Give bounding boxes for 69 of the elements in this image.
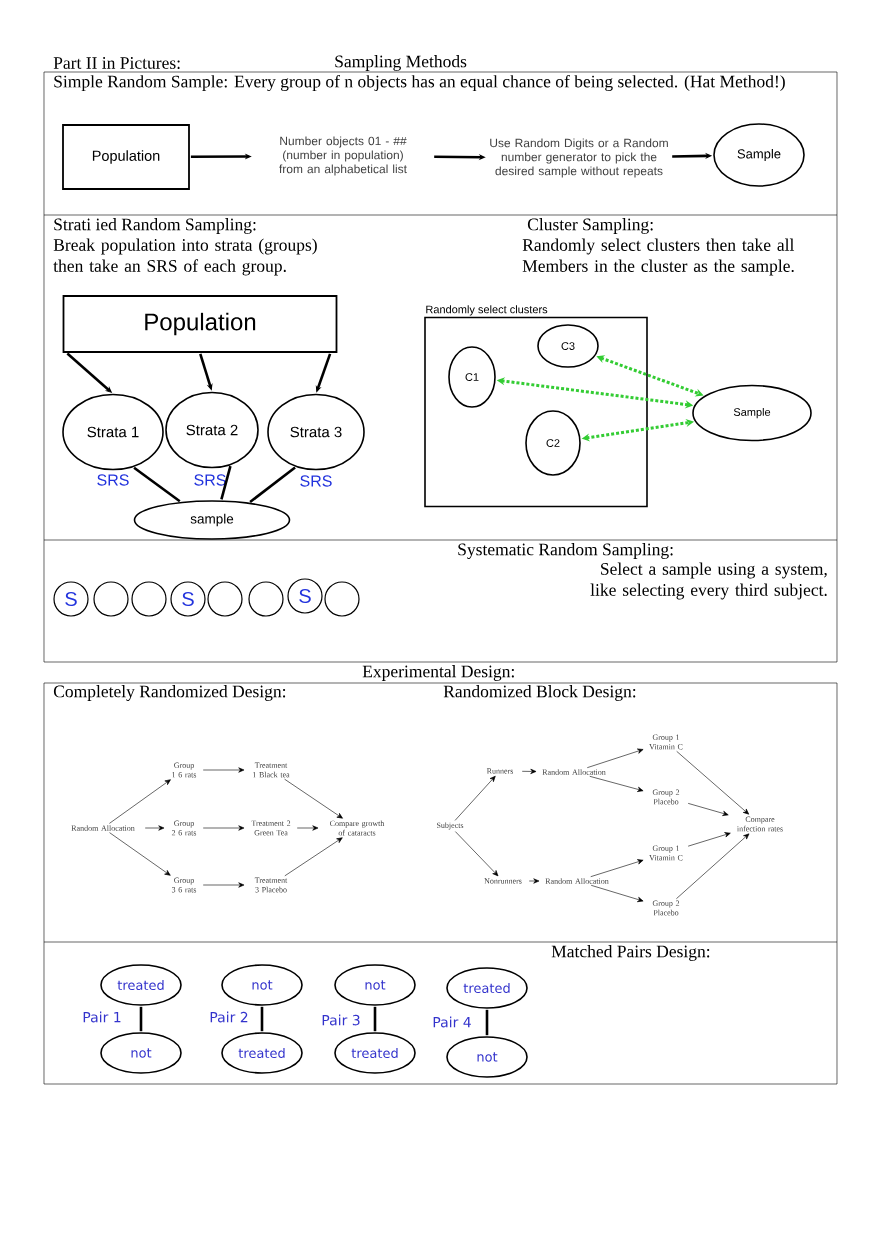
arrow [455, 831, 499, 877]
heading: Completely Randomized Design: [53, 685, 286, 701]
flow-text: Group 1 Vitamin C [649, 845, 683, 861]
pair-label: Pair 2 [210, 1011, 248, 1023]
flow-text: Group 2 Placebo [652, 789, 680, 805]
flow-text: Group 3 6 rats [171, 877, 197, 893]
heading: Experimental Design: [362, 665, 514, 681]
srs-label: SRS [300, 475, 332, 487]
flow-text: Treatment 3 Placebo [254, 877, 288, 893]
unit-circle [248, 581, 284, 617]
arrow [109, 832, 171, 876]
step-text: Use Random Digits or a Random number generator to pick the desired sample without repeats [490, 138, 668, 178]
description-text: Simple Random Sample: Every group of n objects has an equal chance of being selected. (Hat Method!) [54, 74, 785, 92]
arrow [687, 803, 729, 816]
arrow [202, 825, 245, 831]
flow-text: Group 1 Vitamin C [649, 734, 683, 750]
flow-text: Treatment 2 Green Tea [251, 820, 291, 836]
heading: Part II in Pictures: [53, 57, 180, 69]
population-box: Population [62, 124, 190, 190]
pair-label: Pair 3 [322, 1014, 360, 1026]
pair-label: Pair 1 [83, 1011, 121, 1023]
heading: Randomized Block Design: [443, 685, 636, 701]
flow-text: Treatment 1 Black tea [253, 762, 290, 778]
population-box: Population [62, 295, 338, 353]
arrow [521, 768, 537, 774]
heading: Matched Pairs Design: [551, 945, 710, 961]
flow-text: Group 2 Placebo [652, 900, 680, 916]
arrow [284, 837, 343, 877]
arrow [676, 751, 750, 815]
arrow [109, 779, 171, 824]
step-text: Number objects 01 - ## (number in population) from an alphabetical list [279, 136, 407, 176]
node-label: Randomly select clusters [426, 305, 548, 316]
arrow [590, 859, 644, 877]
flow-text: Random Allocation [545, 878, 609, 884]
description-text: Select a sample using a system, like selecting every third subject. [590, 562, 827, 600]
unit-circle [131, 581, 167, 617]
flow-text: Runners [486, 768, 514, 774]
flow-text: Compare infection rates [737, 816, 783, 832]
arrow [528, 878, 540, 884]
unit-circle [93, 581, 129, 617]
flow-text: Group 2 6 rats [171, 820, 197, 836]
arrow [144, 825, 165, 831]
heading: Cluster Sampling: [527, 218, 653, 234]
arrow [586, 748, 644, 768]
arrow [454, 775, 496, 821]
flow-text: Nonrunners [484, 878, 522, 884]
pair-label: Pair 4 [433, 1016, 471, 1028]
flow-text: Random Allocation [542, 769, 606, 775]
flow-text: Random Allocation [71, 825, 135, 831]
heading: Strati ied Random Sampling: [54, 218, 256, 234]
arrow [202, 882, 245, 888]
flow-text: Compare growth of cataracts [330, 820, 385, 836]
arrow [589, 776, 644, 792]
arrow [590, 885, 644, 902]
arrow [296, 825, 319, 831]
srs-label: SRS [97, 474, 129, 486]
arrow [687, 832, 731, 847]
description-text: Randomly select clusters then take all Members in the cluster as the sample. [522, 238, 794, 276]
arrow [284, 778, 343, 819]
flow-text: Subjects [437, 822, 464, 830]
srs-label: SRS [194, 474, 226, 486]
arrow [202, 767, 245, 773]
heading: Systematic Random Sampling: [458, 543, 673, 559]
unit-circle [324, 581, 360, 617]
flow-text: Group 1 6 rats [172, 762, 197, 778]
arrow [676, 833, 750, 899]
unit-circle [207, 581, 243, 617]
description-text: Break population into strata (groups) then take an SRS of each group. [53, 238, 317, 276]
heading: Sampling Methods [335, 55, 467, 71]
